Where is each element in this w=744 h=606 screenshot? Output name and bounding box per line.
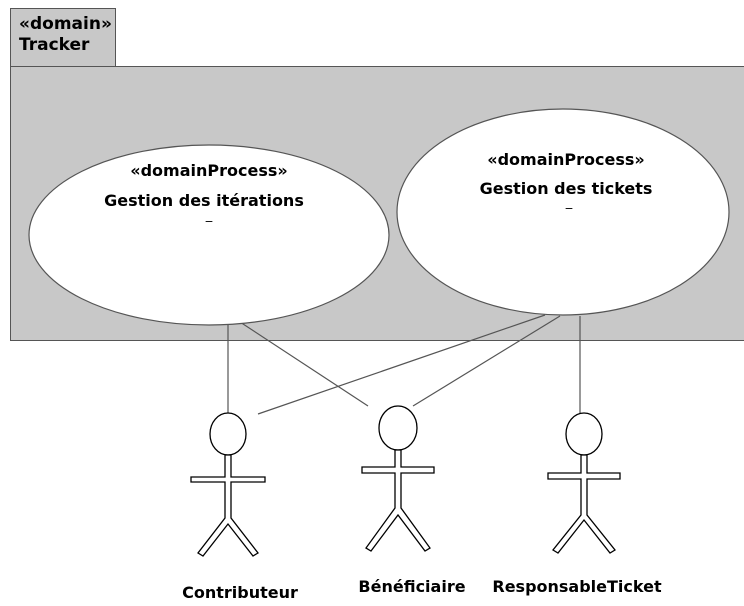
usecase-ellipse [396, 108, 730, 316]
actor-head [378, 405, 418, 451]
actor-head [565, 412, 603, 456]
assoc-contributeur-tickets [257, 314, 546, 415]
actor-label-responsableticket: ResponsableTicket [492, 577, 662, 596]
actor-contributeur[interactable] [190, 412, 266, 557]
assoc-beneficiaire-tickets [412, 315, 561, 407]
package-tab: «domain» Tracker [10, 8, 116, 67]
actor-beneficiaire[interactable] [361, 405, 435, 552]
usecase-ellipse [28, 144, 390, 326]
associations [227, 314, 581, 415]
usecase-stereotype: «domainProcess» [130, 161, 287, 180]
usecase-name: Gestion des itérations [104, 191, 304, 210]
actor-body [190, 454, 266, 557]
usecase-gestion-iterations[interactable]: «domainProcess» Gestion des itérations _ [28, 144, 390, 326]
actor-label-contributeur: Contributeur [182, 583, 298, 602]
usecase-underline-mark: _ [565, 195, 573, 210]
package-name: Tracker [19, 35, 90, 55]
actor-responsableticket[interactable] [547, 412, 621, 554]
assoc-beneficiaire-iterations [239, 321, 369, 407]
usecase-gestion-tickets[interactable]: «domainProcess» Gestion des tickets _ [396, 108, 730, 316]
usecase-underline-mark: _ [205, 208, 213, 223]
usecase-stereotype: «domainProcess» [487, 150, 644, 169]
package-stereotype: «domain» [19, 14, 112, 34]
actor-label-beneficiaire: Bénéficiaire [358, 577, 465, 596]
usecase-name: Gestion des tickets [480, 179, 653, 198]
actor-body [547, 454, 621, 554]
actor-body [361, 449, 435, 552]
actor-head [209, 412, 247, 456]
